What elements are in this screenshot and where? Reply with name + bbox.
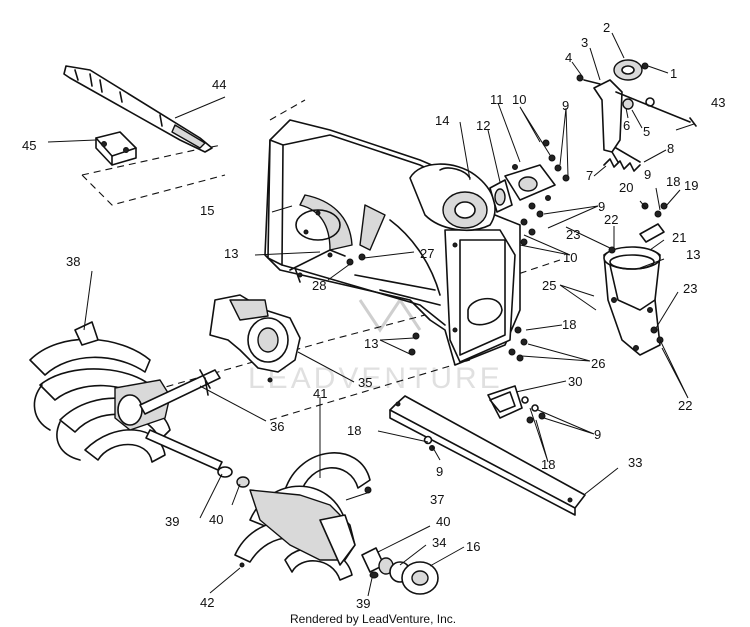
callout-37: 37 [430,492,444,507]
bracket-part [95,131,137,166]
callout-10-a: 10 [512,92,526,107]
hardware-bolts [520,139,570,246]
callout-16: 16 [466,539,480,554]
callout-39-a: 39 [165,514,179,529]
footer-credit: Rendered by LeadVenture, Inc. [290,612,456,626]
callout-35: 35 [358,375,372,390]
callout-42: 42 [200,595,214,610]
callout-11: 11 [490,92,504,107]
callout-10-b: 10 [563,250,577,265]
callout-27: 27 [420,246,434,261]
callout-43: 43 [711,95,725,110]
callout-18-b: 18 [562,317,576,332]
callout-3: 3 [581,35,588,50]
impeller-housing-part [209,294,301,383]
callout-28: 28 [312,278,326,293]
hardware-bolts-2 [346,253,528,362]
callout-23-a: 23 [566,227,580,242]
svg-text:LEADVENTURE: LEADVENTURE [248,362,503,395]
callout-13-a: 13 [224,246,238,261]
callout-22-a: 22 [604,212,618,227]
callout-34: 34 [432,535,446,550]
hub-hardware-part [217,466,439,595]
callout-14: 14 [435,113,449,128]
watermark: LEADVENTURE [248,297,503,395]
callout-25: 25 [542,278,556,293]
callout-44: 44 [212,77,226,92]
scraper-bar-part [389,385,586,516]
callout-9-b: 9 [644,167,651,182]
callout-22-b: 22 [678,398,692,413]
chute-part [603,202,668,356]
callout-26: 26 [591,356,605,371]
callout-9-d: 9 [594,427,601,442]
callout-18-d: 18 [347,423,361,438]
callout-33: 33 [628,455,642,470]
callout-9-a: 9 [562,98,569,113]
callout-15: 15 [200,203,214,218]
callout-7: 7 [586,168,593,183]
bearing-plate-part [489,164,556,213]
right-auger-part [234,452,371,581]
callout-36: 36 [270,419,284,434]
callout-6: 6 [623,118,630,133]
callout-41: 41 [313,386,327,401]
callout-18-a: 18 [666,174,680,189]
callout-9-c: 9 [598,199,605,214]
callout-40-a: 40 [209,512,223,527]
callout-30: 30 [568,374,582,389]
callout-1: 1 [670,66,677,81]
spring-part [603,158,641,172]
callout-12: 12 [476,118,490,133]
callout-20: 20 [619,180,633,195]
chute-control-bracket-part [576,59,697,163]
callout-45: 45 [22,138,36,153]
callout-40-b: 40 [436,514,450,529]
auger-shaft-part [63,65,213,153]
callout-23-b: 23 [683,281,697,296]
callout-leaders [47,32,695,597]
callout-19: 19 [684,178,698,193]
callout-13-b: 13 [364,336,378,351]
callout-4: 4 [565,50,572,65]
callout-21: 21 [672,230,686,245]
callout-38: 38 [66,254,80,269]
callout-9-e: 9 [436,464,443,479]
left-auger-part [29,321,171,463]
callout-13-c: 13 [686,247,700,262]
callout-5: 5 [643,124,650,139]
callout-18-c: 18 [541,457,555,472]
auger-housing-part [264,119,521,366]
callout-39-b: 39 [356,596,370,611]
callout-2: 2 [603,20,610,35]
callout-labels: 1 2 3 4 5 6 7 8 9 9 9 9 9 10 10 11 12 13… [22,20,725,611]
callout-8: 8 [667,141,674,156]
